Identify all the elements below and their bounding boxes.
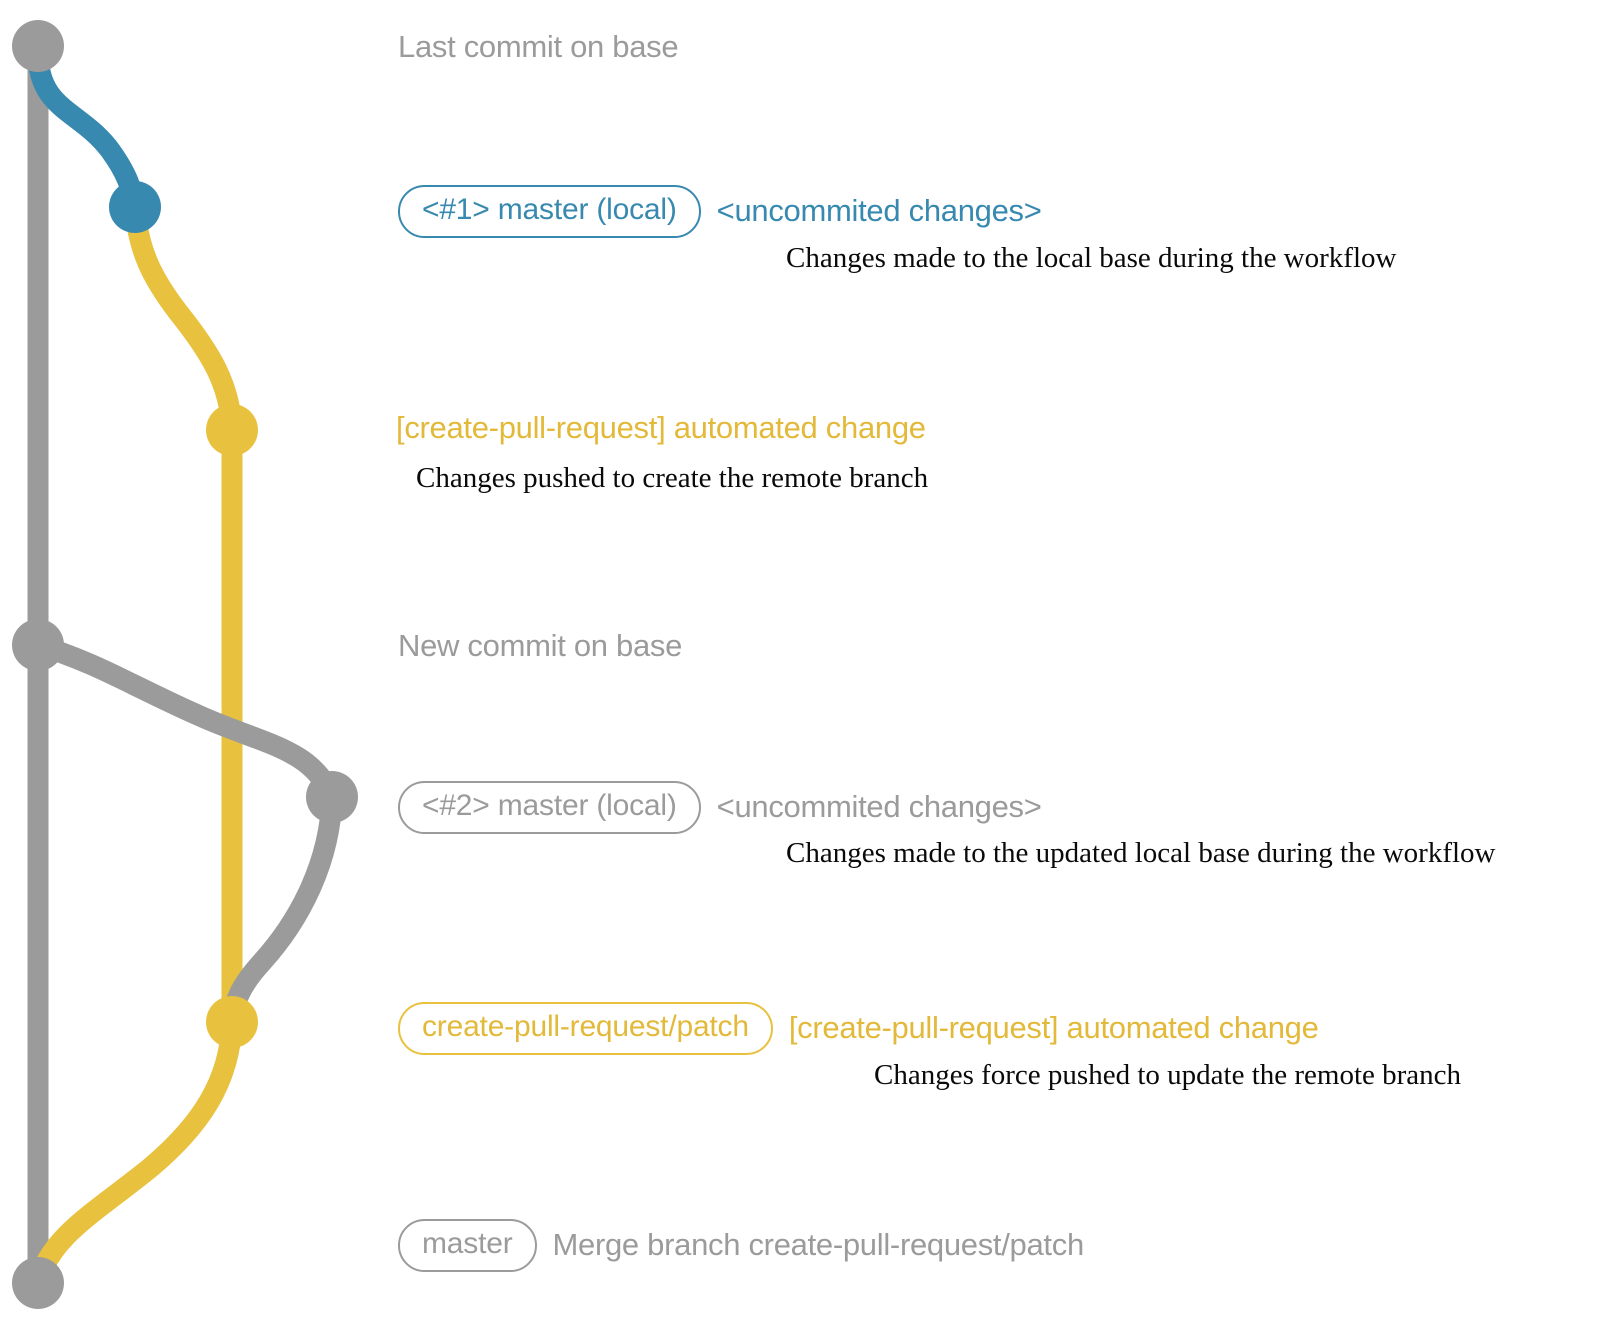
row-local-1: <#1> master (local) <uncommited changes>: [398, 185, 1042, 238]
ref-badge-master-local-1[interactable]: <#1> master (local): [398, 185, 701, 238]
spacer: [701, 807, 717, 808]
spacer: [537, 1245, 553, 1246]
row-patch-2-description: Changes force pushed to update the remot…: [874, 1059, 1462, 1091]
commit-node-local-2[interactable]: [306, 771, 358, 823]
row-local-2-description: Changes made to the updated local base d…: [786, 837, 1496, 869]
row-patch-1: [create-pull-request] automated change: [396, 410, 926, 445]
commit-node-patch-1[interactable]: [206, 404, 258, 456]
row-patch-1-description: Changes pushed to create the remote bran…: [416, 462, 929, 494]
edge-local1-to-patch1: [124, 196, 243, 441]
row-new-commit: New commit on base: [398, 628, 683, 663]
row-local-1-description: Changes made to the local base during th…: [786, 242, 1397, 274]
spacer: [701, 211, 717, 212]
commit-subject-local-2: <uncommited changes>: [716, 788, 1042, 824]
ref-badge-master[interactable]: master: [398, 1219, 537, 1272]
commit-node-local-1[interactable]: [109, 181, 161, 233]
row-merge: master Merge branch create-pull-request/…: [398, 1219, 1084, 1272]
commit-node-patch-2[interactable]: [206, 996, 258, 1048]
edge-patch2-to-merge: [27, 1011, 243, 1294]
commit-node-base-new[interactable]: [12, 619, 64, 671]
ref-badge-create-pull-request-patch[interactable]: create-pull-request/patch: [398, 1002, 773, 1055]
edge-basenew-to-local2: [27, 634, 343, 808]
commit-subject-base-new: New commit on base: [398, 628, 683, 663]
commit-subject-patch-1: [create-pull-request] automated change: [396, 410, 926, 445]
row-last-commit: Last commit on base: [398, 29, 679, 64]
commit-subject-base-head: Last commit on base: [398, 29, 679, 64]
commit-node-merge[interactable]: [12, 1257, 64, 1309]
ref-badge-master-local-2[interactable]: <#2> master (local): [398, 781, 701, 834]
row-local-2: <#2> master (local) <uncommited changes>: [398, 781, 1042, 834]
commit-node-base-head[interactable]: [12, 20, 64, 72]
commit-subject-patch-2: [create-pull-request] automated change: [788, 1009, 1319, 1045]
commit-subject-local-1: <uncommited changes>: [716, 192, 1042, 228]
commit-subject-merge: Merge branch create-pull-request/patch: [552, 1226, 1085, 1262]
spacer: [773, 1028, 789, 1029]
row-patch-2: create-pull-request/patch [create-pull-r…: [398, 1002, 1319, 1055]
